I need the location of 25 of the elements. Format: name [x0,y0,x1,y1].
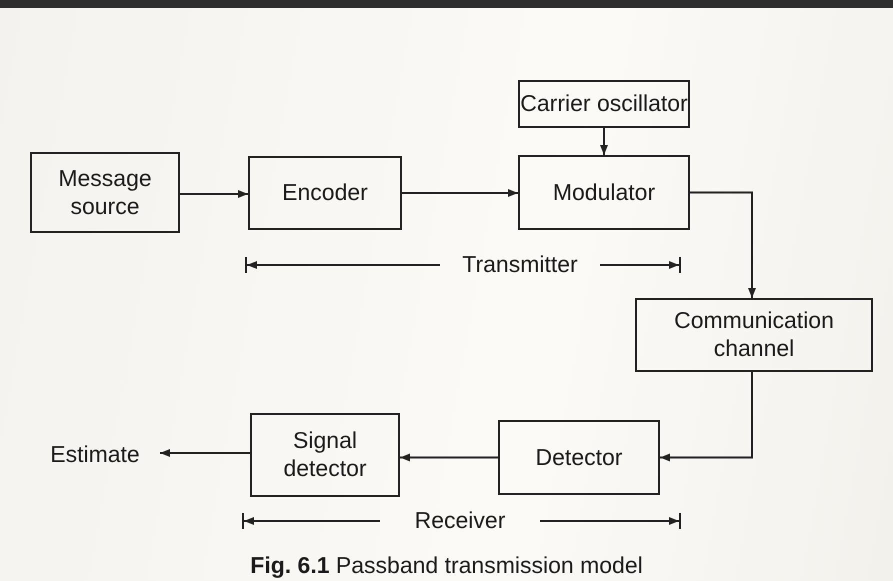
block-box [250,413,400,497]
block-box [518,155,690,230]
section-label: Transmitter [461,251,579,278]
block-label: Communication channel [673,307,835,363]
arrow [402,189,518,197]
block-box [248,156,402,230]
block-label: Modulator [552,178,656,206]
output-label: Estimate [30,437,160,473]
arrow [600,128,608,155]
block-label: Carrier oscillator [520,90,688,118]
arrow [660,372,753,462]
arrow [690,192,756,298]
block-box [518,80,690,128]
block-label: Signal detector [282,427,368,483]
arrow [160,449,250,457]
block-box [498,420,660,495]
figure-caption: Fig. 6.1 Passband transmission model [249,552,644,579]
block-label: Encoder [282,179,368,207]
arrow [180,190,248,198]
block-box [635,298,873,372]
block-box [30,152,180,233]
block-label: Message source [57,164,153,220]
arrow [400,454,498,462]
section-label: Receiver [414,507,506,534]
block-label: Detector [536,444,622,472]
